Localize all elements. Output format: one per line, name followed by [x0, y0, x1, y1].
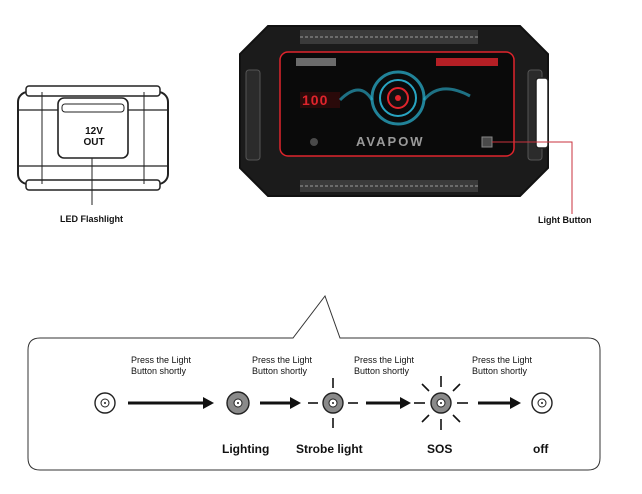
- step-2-line2: Button shortly: [252, 366, 308, 376]
- step-4-line1: Press the Light: [472, 355, 533, 365]
- lamp-start: [94, 392, 116, 414]
- step-1-line1: Press the Light: [131, 355, 192, 365]
- step-1-instruction: Press the Light Button shortly: [131, 355, 191, 377]
- lamp-lighting: [226, 391, 250, 415]
- arrow-2: [260, 397, 301, 409]
- step-2-line1: Press the Light: [252, 355, 313, 365]
- grip-bottom: [300, 180, 478, 192]
- step-1-line2: Button shortly: [131, 366, 187, 376]
- step-3-line2: Button shortly: [354, 366, 410, 376]
- label-light-button: Light Button: [538, 215, 592, 225]
- label-led-flashlight: LED Flashlight: [60, 214, 123, 224]
- step-4-line2: Button shortly: [472, 366, 528, 376]
- screen-brand: AVAPOW: [356, 134, 425, 149]
- step-4-instruction: Press the Light Button shortly: [472, 355, 532, 377]
- side-device-print: 12V OUT: [83, 126, 105, 148]
- arrow-1: [128, 397, 214, 409]
- arrow-3: [366, 397, 411, 409]
- step-3-line1: Press the Light: [354, 355, 415, 365]
- screen-number: 100: [302, 92, 329, 108]
- state-lighting: Lighting: [222, 442, 270, 456]
- lamp-off: [531, 392, 553, 414]
- step-2-instruction: Press the Light Button shortly: [252, 355, 312, 377]
- step-3-instruction: Press the Light Button shortly: [354, 355, 414, 377]
- state-sos: SOS: [427, 442, 453, 456]
- side-device-illustration: [17, 85, 169, 205]
- screen-gauge: [338, 70, 471, 126]
- lamp-strobe: [308, 378, 358, 428]
- grip-top: [300, 30, 478, 44]
- arrow-4: [478, 397, 521, 409]
- state-off: off: [533, 442, 549, 456]
- state-strobe-light: Strobe light: [296, 442, 363, 456]
- lamp-sos: [414, 376, 468, 430]
